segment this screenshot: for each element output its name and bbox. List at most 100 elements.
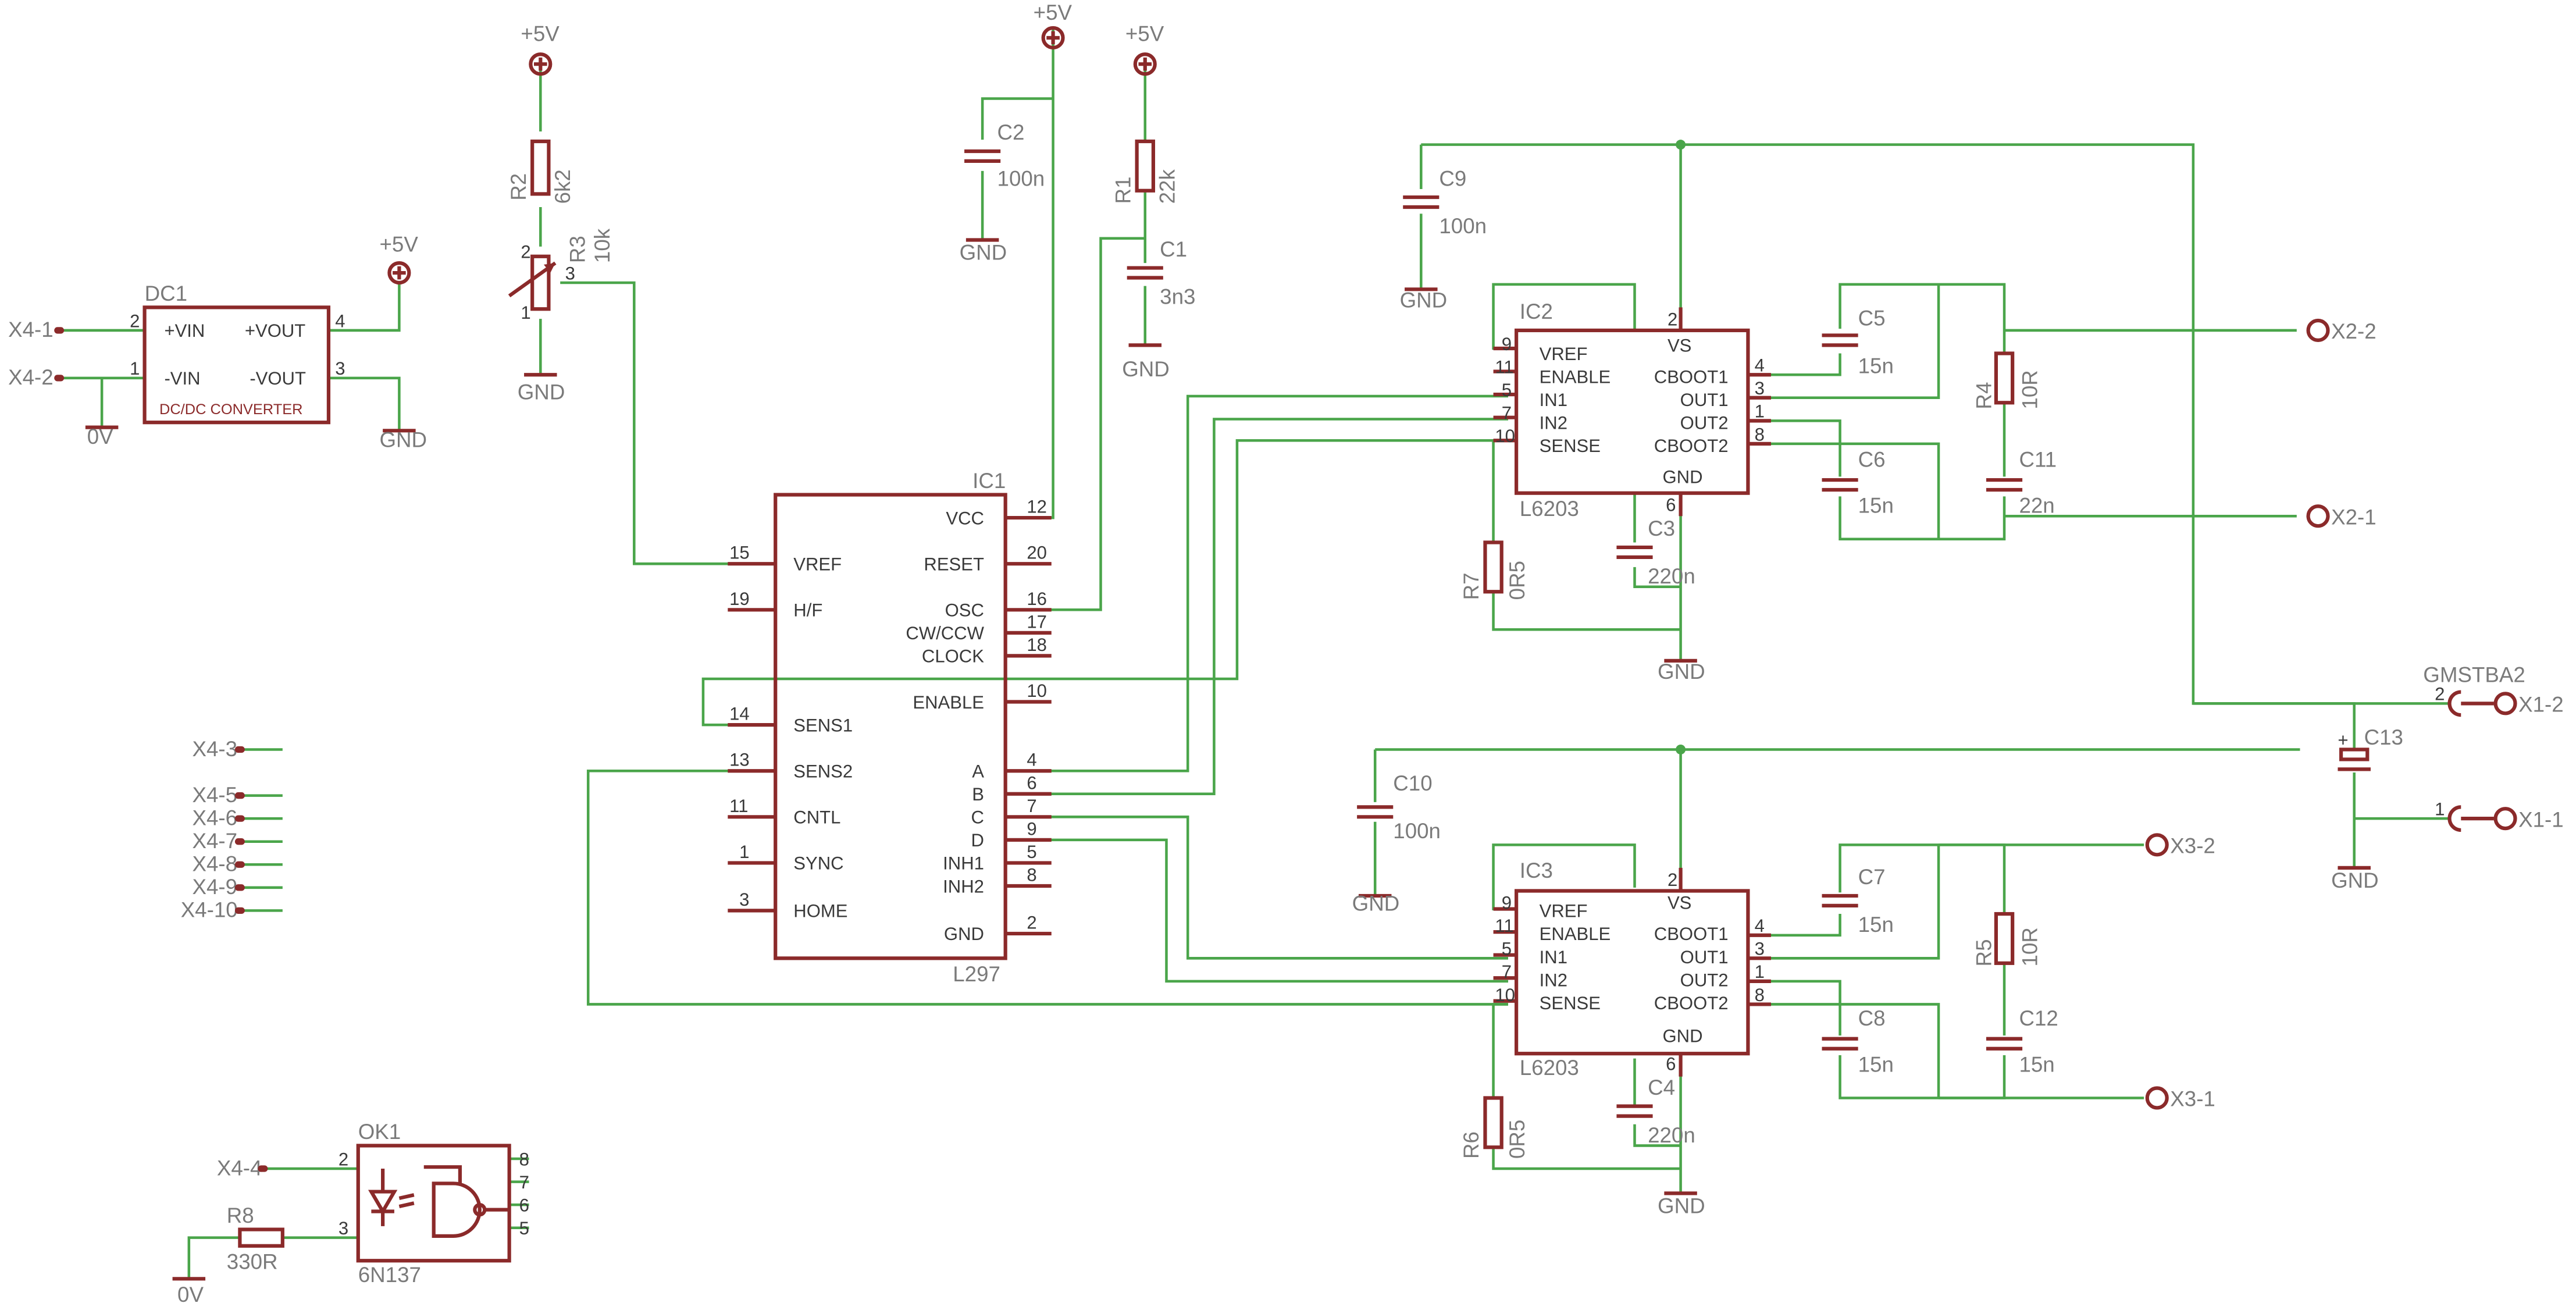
svg-text:5: 5 [519, 1218, 529, 1238]
svg-text:2: 2 [521, 242, 530, 262]
svg-text:C10: C10 [1393, 771, 1432, 795]
svg-text:15n: 15n [1858, 494, 1894, 518]
svg-text:C9: C9 [1439, 166, 1466, 190]
svg-text:1: 1 [130, 358, 140, 379]
capacitor-c4: C4 220n [1616, 1076, 1695, 1147]
svg-text:VREF: VREF [1540, 901, 1588, 921]
svg-text:H/F: H/F [793, 600, 822, 621]
svg-text:X4-5: X4-5 [192, 783, 237, 807]
capacitor-c7: C7 15n [1822, 865, 1894, 937]
svg-text:CBOOT2: CBOOT2 [1654, 436, 1729, 456]
svg-text:1: 1 [1755, 962, 1765, 982]
connector-x4-6[interactable]: X4-6 [192, 806, 245, 830]
svg-text:16: 16 [1027, 589, 1047, 609]
svg-text:3: 3 [339, 1218, 348, 1238]
svg-text:22k: 22k [1156, 169, 1180, 204]
svg-text:10: 10 [1495, 426, 1515, 446]
svg-text:R7: R7 [1459, 572, 1483, 600]
label-0v-dc1: 0V [87, 425, 113, 448]
svg-text:3: 3 [1755, 939, 1765, 959]
svg-text:15n: 15n [2019, 1052, 2054, 1076]
power-5v-r1: +5V [1125, 22, 1164, 76]
label-gnd-c9: GND [1400, 288, 1448, 312]
connector-x4-9[interactable]: X4-9 [192, 875, 245, 899]
svg-text:6k2: 6k2 [551, 169, 575, 204]
capacitor-c2: C2 100n [964, 120, 1045, 190]
svg-text:2: 2 [2435, 684, 2445, 704]
ic2-l6203: IC2 L6203 VREF ENABLE IN1 IN2 SENSE 9 11… [1493, 300, 1771, 521]
power-5v-dc1: +5V [379, 232, 418, 285]
wires [59, 29, 2448, 1279]
connector-x4-8[interactable]: X4-8 [192, 852, 245, 876]
svg-text:9: 9 [1502, 893, 1512, 913]
connector-x3-2[interactable]: X3-2 [2145, 833, 2215, 857]
label-gnd-ic2: GND [1658, 660, 1705, 684]
svg-text:8: 8 [1027, 865, 1036, 885]
connector-x1-1[interactable]: X1-1 [2461, 807, 2564, 831]
connector-x4-4[interactable]: X4-4 [217, 1156, 268, 1180]
svg-text:X1-1: X1-1 [2518, 807, 2564, 831]
ground-symbols [85, 238, 2371, 1281]
svg-text:C7: C7 [1858, 865, 1886, 889]
svg-text:R1: R1 [1111, 176, 1135, 204]
connector-x4-7[interactable]: X4-7 [192, 829, 245, 853]
svg-text:14: 14 [729, 704, 750, 724]
svg-text:IN2: IN2 [1540, 970, 1567, 990]
connector-x1-2[interactable]: X1-2 [2461, 692, 2564, 716]
svg-text:5: 5 [1502, 939, 1512, 959]
connector-x4-2[interactable]: X4-2 [8, 365, 65, 389]
svg-text:9: 9 [1502, 334, 1512, 354]
svg-text:CLOCK: CLOCK [922, 646, 984, 667]
svg-text:3: 3 [739, 889, 749, 910]
svg-text:L6203: L6203 [1520, 1056, 1579, 1080]
connector-x4-3[interactable]: X4-3 [192, 737, 245, 761]
svg-text:VS: VS [1668, 893, 1691, 913]
connector-x3-1[interactable]: X3-1 [2145, 1086, 2215, 1111]
svg-text:7: 7 [1502, 403, 1512, 423]
svg-text:OUT1: OUT1 [1680, 390, 1729, 410]
svg-text:15n: 15n [1858, 354, 1894, 378]
svg-text:RESET: RESET [924, 554, 984, 574]
label-gnd-c2: GND [960, 240, 1007, 264]
connector-x4-10[interactable]: X4-10 [181, 898, 245, 922]
svg-text:OUT1: OUT1 [1680, 947, 1729, 967]
svg-text:INH2: INH2 [943, 876, 984, 896]
svg-text:INH1: INH1 [943, 853, 984, 874]
svg-text:IN2: IN2 [1540, 412, 1567, 433]
svg-text:IC2: IC2 [1520, 300, 1553, 323]
svg-text:X2-2: X2-2 [2331, 319, 2377, 343]
svg-text:GND: GND [1663, 467, 1703, 487]
svg-text:GND: GND [1663, 1026, 1703, 1046]
svg-text:15: 15 [729, 543, 750, 563]
connector-x2-2[interactable]: X2-2 [2306, 318, 2377, 343]
svg-text:2: 2 [130, 311, 140, 331]
svg-text:R3: R3 [566, 236, 590, 263]
svg-text:X4-10: X4-10 [181, 898, 238, 922]
svg-text:ENABLE: ENABLE [1540, 924, 1611, 944]
svg-text:3n3: 3n3 [1160, 285, 1195, 309]
svg-text:SYNC: SYNC [793, 853, 843, 874]
svg-text:C13: C13 [2364, 725, 2403, 749]
svg-text:X4-7: X4-7 [192, 829, 237, 853]
connector-x2-1[interactable]: X2-1 [2306, 504, 2377, 529]
connector-x4-1[interactable]: X4-1 [8, 318, 65, 341]
svg-text:22n: 22n [2019, 494, 2054, 518]
svg-text:6: 6 [1027, 773, 1036, 793]
svg-text:+: + [2338, 730, 2348, 750]
svg-text:100n: 100n [997, 166, 1045, 190]
junction-dot [1676, 744, 1686, 754]
capacitor-c5: C5 15n [1822, 306, 1894, 378]
svg-text:11: 11 [729, 796, 748, 816]
svg-text:VREF: VREF [793, 554, 842, 574]
capacitor-c6: C6 15n [1822, 447, 1894, 518]
svg-text:X3-2: X3-2 [2170, 834, 2215, 857]
label-gnd-c1: GND [1122, 357, 1170, 381]
svg-text:L6203: L6203 [1520, 497, 1579, 521]
connector-x4-5[interactable]: X4-5 [192, 783, 245, 807]
svg-text:ENABLE: ENABLE [913, 692, 984, 713]
svg-text:C12: C12 [2019, 1006, 2058, 1030]
label-gnd-ic3: GND [1658, 1194, 1705, 1218]
optocoupler-ok1: OK1 6N137 2 3 8 7 6 5 [339, 1120, 529, 1287]
svg-text:+5V: +5V [379, 232, 418, 256]
svg-text:+VIN: +VIN [164, 321, 205, 341]
